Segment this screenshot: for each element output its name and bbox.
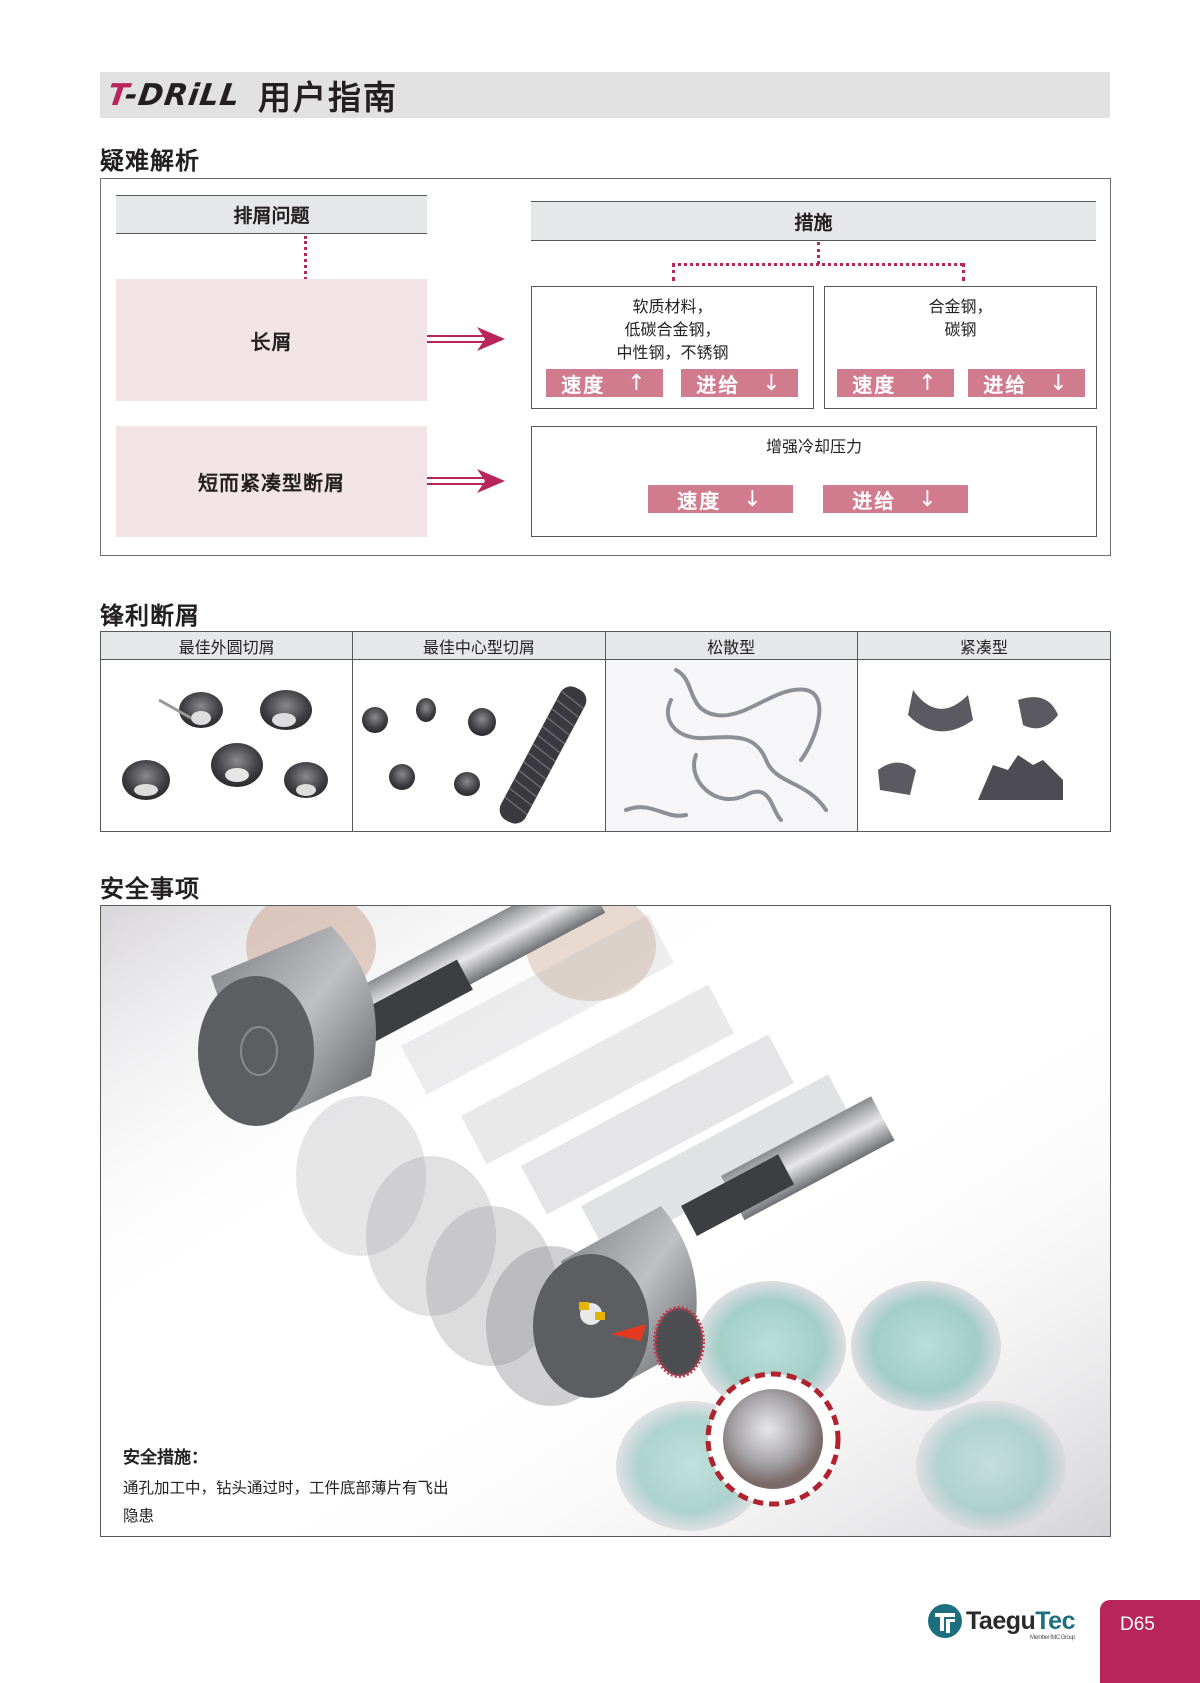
page-title: 用户指南	[258, 78, 399, 117]
chip-column-header: 最佳外圆切屑	[101, 632, 354, 660]
arrow-down-icon: ↓	[918, 486, 939, 512]
page-number-tab: D65	[1100, 1600, 1200, 1683]
safety-note: 安全措施： 通孔加工中，钻头通过时，工件底部薄片有飞出隐患	[123, 1443, 463, 1530]
arrow-down-icon: ↓	[762, 370, 783, 396]
center-chips-photo	[353, 660, 606, 831]
arrow-up-icon: ↑	[627, 370, 648, 396]
chip-column-header: 松散型	[605, 632, 858, 660]
problem-short-compact-chips: 短而紧凑型断屑	[116, 426, 427, 537]
chip-breaking-heading: 锋利断屑	[100, 602, 200, 630]
page-number: D65	[1120, 1614, 1155, 1635]
speed-down-badge: 速度↓	[648, 485, 793, 513]
arrow-up-icon: ↑	[918, 370, 939, 396]
problem-long-chips: 长屑	[116, 279, 427, 401]
dotted-connector	[672, 263, 675, 281]
safety-illustration-panel: 安全措施： 通孔加工中，钻头通过时，工件底部薄片有飞出隐患	[100, 905, 1111, 1537]
dotted-connector	[817, 242, 820, 264]
solution-column-header: 措施	[531, 201, 1096, 241]
speed-up-badge: 速度↑	[837, 369, 954, 397]
chip-column-header: 紧凑型	[857, 632, 1110, 660]
feed-down-badge: 进给↓	[681, 369, 798, 397]
solution-coolant-pressure: 增强冷却压力 速度↓ 进给↓	[531, 426, 1097, 537]
solution-soft-material: 软质材料， 低碳合金钢， 中性钢，不锈钢 速度↑ 进给↓	[531, 286, 814, 409]
arrow-down-icon: ↓	[1049, 370, 1070, 396]
speed-up-badge: 速度↑	[546, 369, 663, 397]
drill-breakthrough-illustration	[101, 906, 1110, 1536]
chip-type-table: 最佳外圆切屑 最佳中心型切屑 松散型 紧凑型	[100, 631, 1111, 832]
dotted-connector	[672, 263, 963, 266]
problem-column-header: 排屑问题	[116, 195, 427, 234]
safety-note-title: 安全措施：	[123, 1448, 208, 1468]
loose-chips-photo	[605, 660, 858, 831]
feed-down-badge: 进给↓	[968, 369, 1085, 397]
feed-down-badge: 进给↓	[823, 485, 968, 513]
taegutec-logo-icon	[928, 1604, 962, 1638]
solution-alloy-steel: 合金钢， 碳钢 速度↑ 进给↓	[824, 286, 1097, 409]
chip-column-header: 最佳中心型切屑	[353, 632, 606, 660]
troubleshooting-heading: 疑难解析	[100, 147, 200, 175]
dotted-connector	[304, 236, 307, 280]
troubleshooting-panel: 排屑问题 措施 长屑 软质材料， 低碳合金钢， 中性钢，不锈钢 速度↑ 进给↓ …	[100, 178, 1111, 556]
periphery-chips-photo	[101, 660, 354, 831]
arrow-down-icon: ↓	[743, 486, 764, 512]
safety-note-body: 通孔加工中，钻头通过时，工件底部薄片有飞出隐患	[123, 1479, 449, 1525]
compact-chips-photo	[857, 660, 1110, 831]
safety-heading: 安全事项	[100, 875, 200, 903]
t-drill-brand: T-DRiLL	[105, 77, 243, 113]
page-title-bar: T-DRiLL 用户指南	[100, 72, 1110, 118]
double-arrow-right-icon	[427, 469, 505, 493]
double-arrow-right-icon	[427, 327, 505, 351]
taegutec-logo: TaeguTec Member IMC Group	[928, 1604, 1076, 1641]
dotted-connector	[962, 263, 965, 281]
